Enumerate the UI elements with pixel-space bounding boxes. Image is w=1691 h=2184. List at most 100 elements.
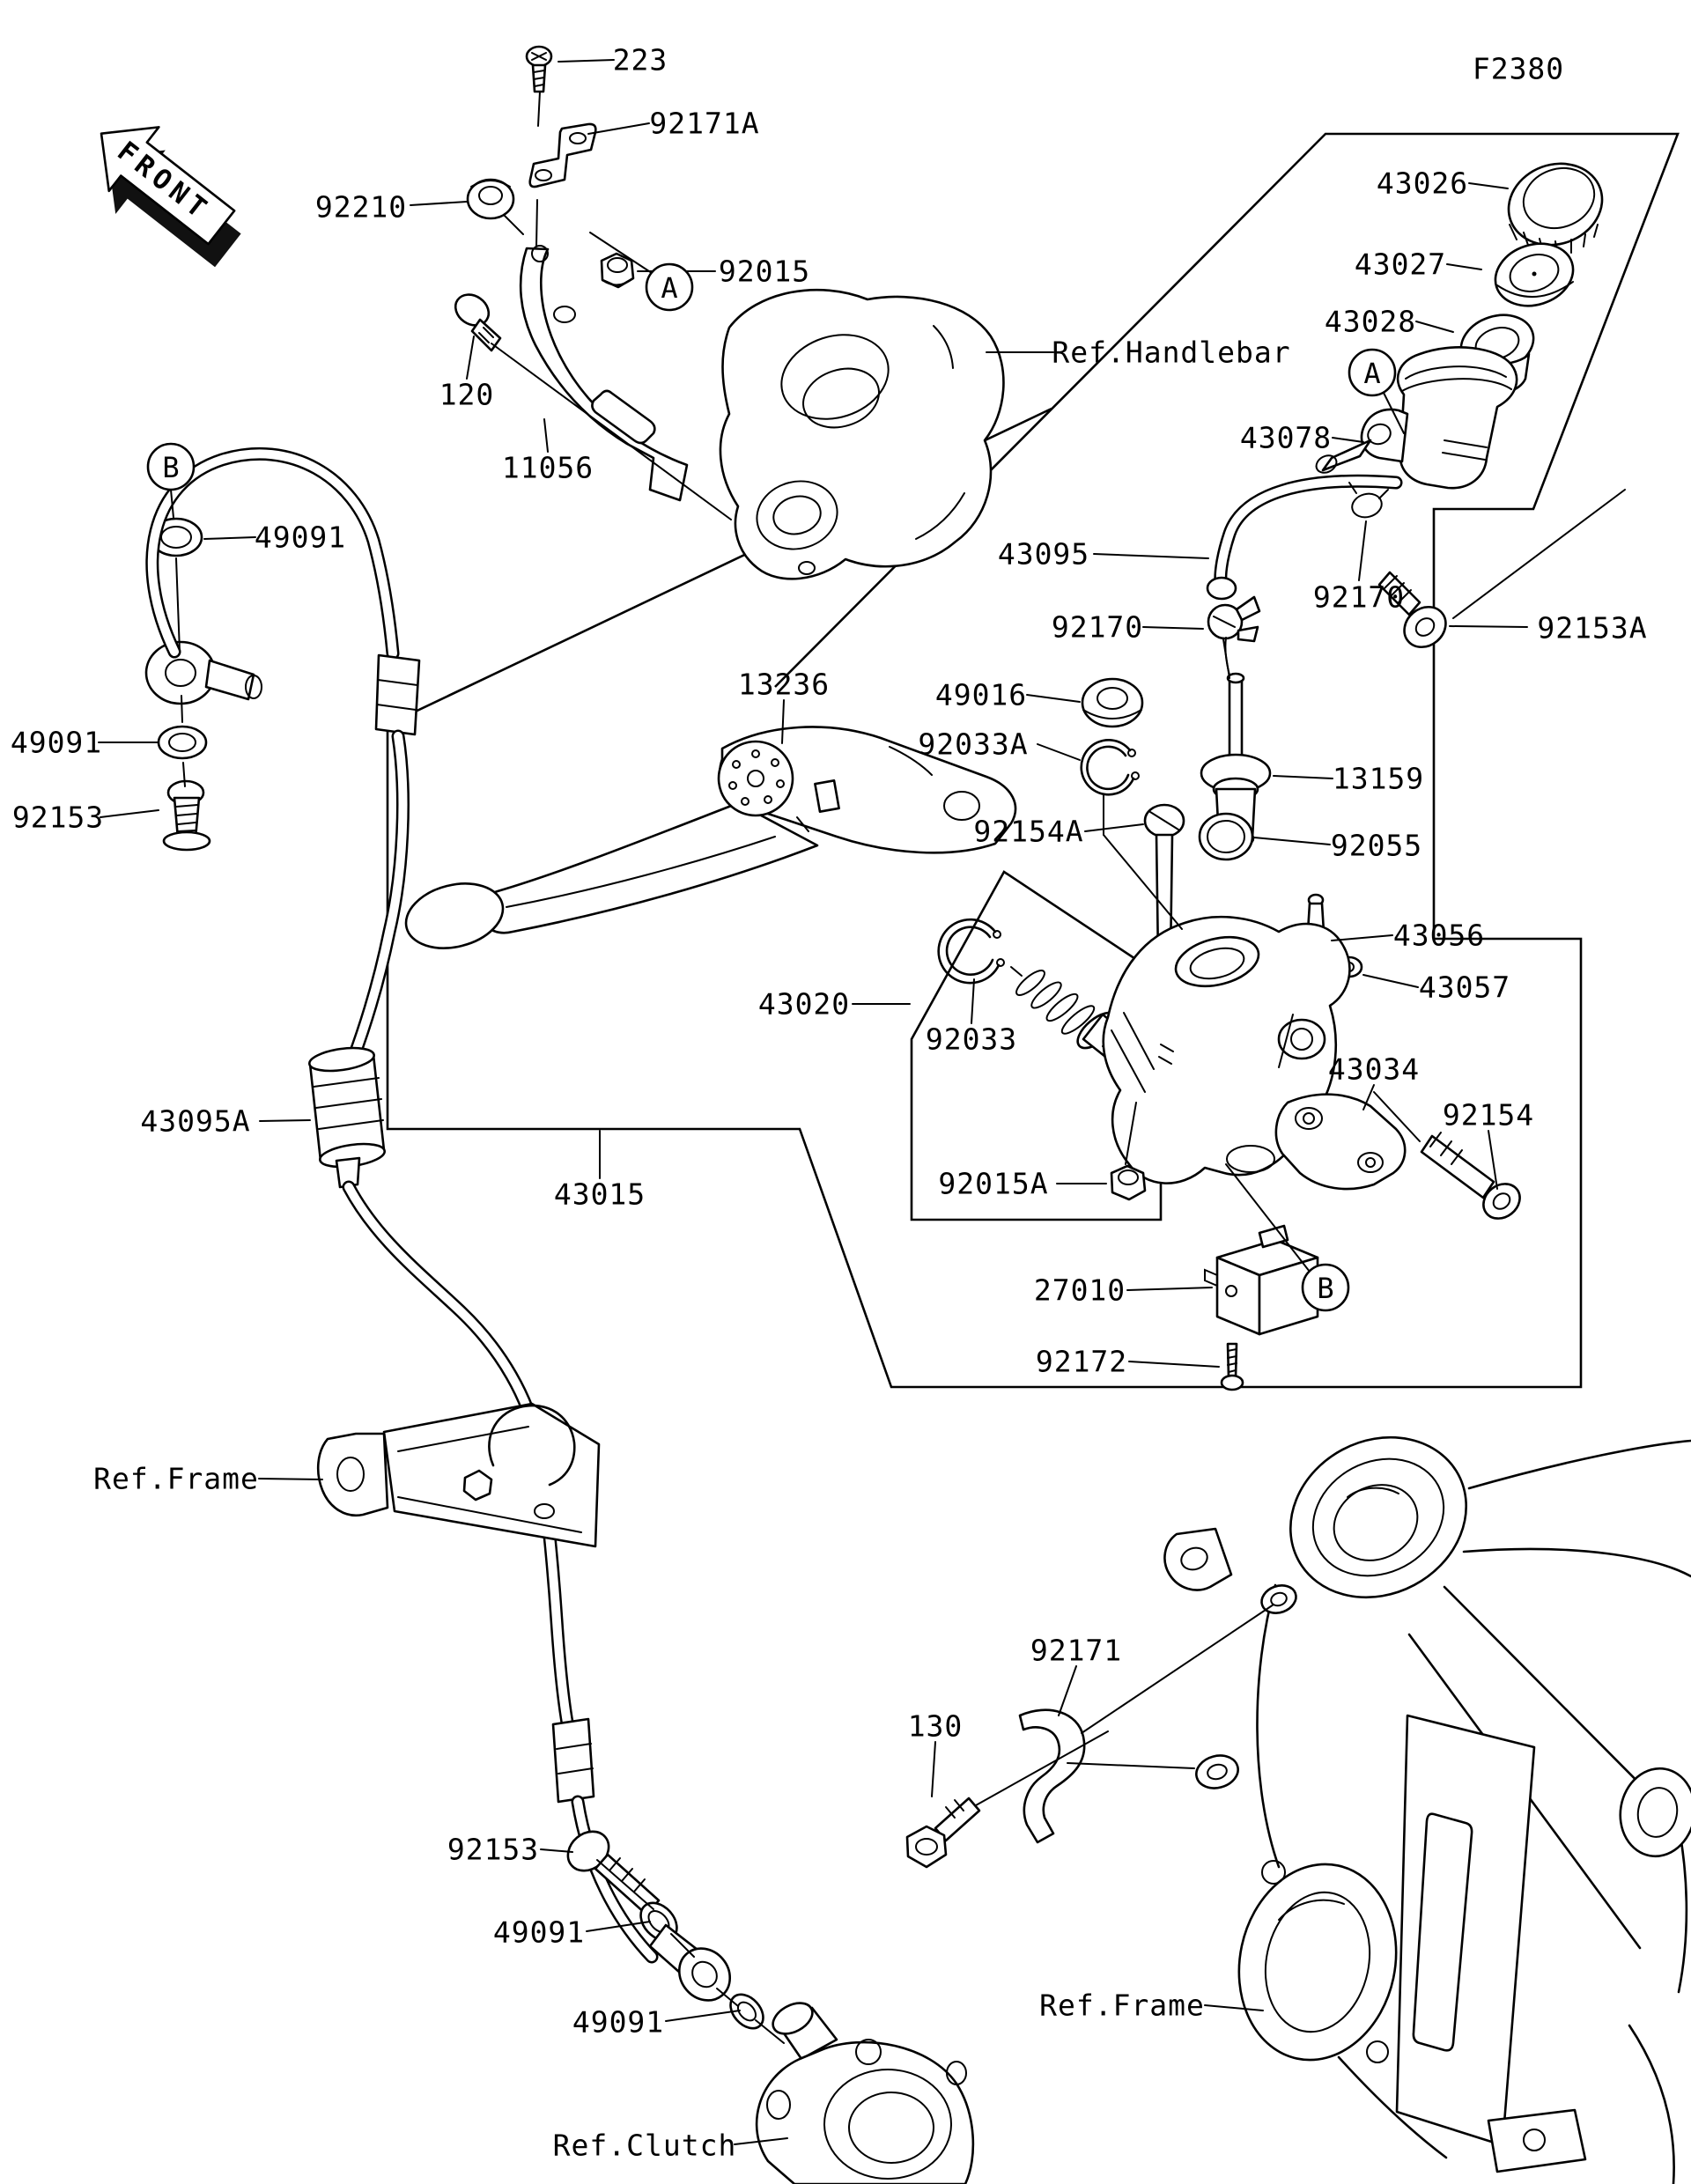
part-label: 11056 <box>502 451 594 485</box>
assembly-line <box>1225 1163 1311 1273</box>
part-label: 120 <box>439 378 495 412</box>
bracket-92171A-drawing <box>528 122 597 188</box>
leader-line <box>1128 1361 1220 1368</box>
leader-line <box>1362 974 1419 988</box>
adjuster-43095A-drawing <box>308 1046 386 1189</box>
part-label: 130 <box>908 1709 964 1744</box>
assembly-line <box>182 762 186 787</box>
panel-outline <box>386 132 1680 1389</box>
callout-circle <box>645 262 694 312</box>
inset-panel-border <box>386 132 1680 1389</box>
part-label: 92055 <box>1331 829 1422 863</box>
leader-line <box>540 1848 573 1853</box>
callout-letter: A <box>661 271 677 305</box>
callout-circle <box>1348 348 1397 397</box>
leader-line <box>971 978 975 1024</box>
part-label: 43057 <box>1419 970 1510 1005</box>
part-label: 92170 <box>1313 580 1405 615</box>
clutch-release-drawing <box>755 2002 975 2184</box>
frame-bracket-drawing <box>316 1402 601 1548</box>
part-label: 43056 <box>1393 919 1485 953</box>
part-label: 92154A <box>973 815 1083 849</box>
assembly-line <box>491 343 732 520</box>
leader-line <box>1084 823 1144 832</box>
assembly-line <box>975 1730 1109 1806</box>
part-label: 43027 <box>1355 247 1446 282</box>
assembly-line <box>1081 1604 1274 1734</box>
leader-line <box>1449 625 1528 628</box>
leader-line <box>1468 182 1509 189</box>
banjo-fitting-top-drawing <box>144 640 262 705</box>
drawing-code-text: F2380 <box>1473 52 1564 86</box>
leader-line <box>665 2010 741 2022</box>
part-label: 43026 <box>1377 166 1468 201</box>
reservoir-drawing <box>1315 346 1518 490</box>
callout-letter: B <box>1317 1272 1333 1305</box>
leader-line <box>558 59 615 63</box>
assembly-line <box>1125 1102 1137 1165</box>
clutch-hose-upper-drawing <box>145 446 421 1066</box>
part-label: 92210 <box>315 190 407 225</box>
part-label: 92153A <box>1537 611 1647 646</box>
leader-line <box>203 536 256 540</box>
callout-letter: A <box>1363 357 1380 390</box>
leader-line <box>1415 321 1454 333</box>
assembly-line <box>503 214 524 235</box>
part-label: 49091 <box>255 520 346 555</box>
leader-line <box>1026 694 1081 703</box>
part-label: 92015A <box>938 1167 1048 1201</box>
part-label: 92153 <box>12 801 104 835</box>
leader-line <box>1142 626 1204 630</box>
part-label: 49091 <box>493 1915 585 1950</box>
leader-line <box>1358 520 1367 581</box>
reservoir-cap-drawing <box>1507 162 1604 255</box>
part-label: 43078 <box>1240 421 1332 455</box>
assembly-line <box>181 695 183 723</box>
callout-circle <box>1301 1263 1350 1312</box>
leader-line <box>1253 837 1331 845</box>
leader-line <box>1058 1665 1077 1716</box>
part-label: 92172 <box>1036 1345 1127 1379</box>
clamp-half-43034-drawing <box>1274 1093 1407 1191</box>
kit-box-43020 <box>910 870 1163 1221</box>
frame-drawing <box>1163 1435 1691 2184</box>
part-label: 92154 <box>1443 1098 1534 1133</box>
leader-line <box>586 1921 651 1932</box>
part-label: Ref.Clutch <box>553 2129 737 2163</box>
assembly-line <box>1067 1762 1195 1769</box>
assembly-line <box>1452 489 1626 619</box>
leader-line <box>410 201 468 206</box>
part-label: 43095 <box>998 537 1089 572</box>
part-label: 223 <box>613 43 668 77</box>
eclip-92033-drawing <box>937 918 1005 985</box>
lever-drawing <box>404 726 1017 949</box>
leader-line <box>1362 1084 1375 1110</box>
leader-line <box>1037 743 1081 761</box>
leader-line <box>587 122 650 135</box>
bolt-92154-drawing <box>1420 1132 1521 1220</box>
switch-27010-drawing <box>1204 1224 1319 1336</box>
assembly-line <box>175 557 181 653</box>
part-label: 13159 <box>1333 762 1424 796</box>
hose-clamp-drawing <box>1207 595 1261 643</box>
part-label: 43015 <box>554 1177 646 1212</box>
leader-line <box>543 418 549 453</box>
part-label: Ref.Handlebar <box>1052 336 1290 370</box>
leader-line <box>734 2137 788 2145</box>
part-label: 92171A <box>649 107 759 141</box>
front-arrow: FRONT <box>100 126 241 268</box>
bolt-92153-left-drawing <box>162 779 211 852</box>
leader-line <box>1204 2004 1264 2011</box>
part-label: 43095A <box>140 1104 250 1139</box>
screw-92172-drawing <box>1220 1342 1244 1391</box>
part-labels: 22392171A922109201512011056Ref.Handlebar… <box>11 43 1647 2163</box>
assembly-line <box>1373 1091 1421 1142</box>
leader-line <box>1332 437 1364 443</box>
part-label: 49091 <box>572 2005 664 2040</box>
assembly-line <box>1278 1014 1294 1068</box>
leader-lines <box>98 59 1528 2145</box>
leader-line <box>466 336 475 380</box>
nut-92015A-drawing <box>1110 1164 1147 1201</box>
